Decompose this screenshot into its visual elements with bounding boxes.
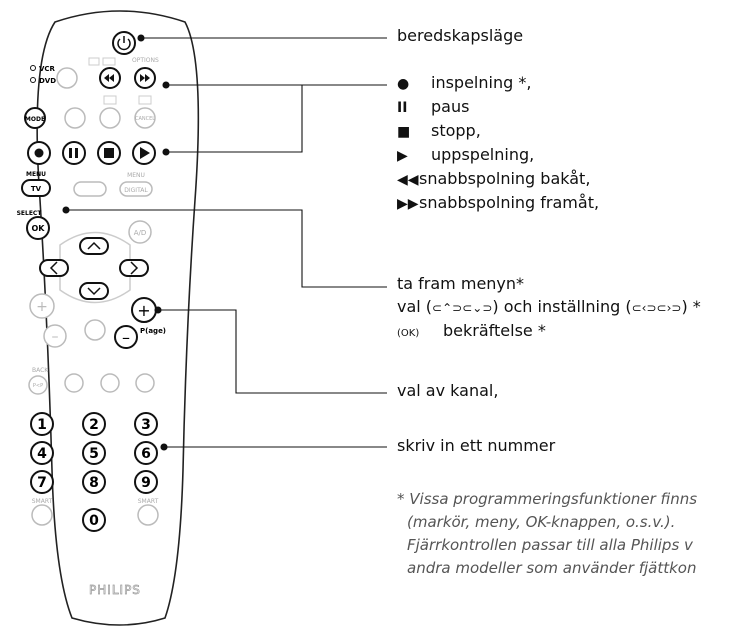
- digit-7-button[interactable]: [30, 470, 54, 494]
- svg-text:+: +: [36, 299, 48, 315]
- digit-2-label: 2: [89, 417, 99, 433]
- svg-text:CANCEL: CANCEL: [135, 116, 155, 122]
- cursor-left-button[interactable]: [39, 259, 69, 277]
- forward-icon: ▶▶: [397, 196, 419, 212]
- stop-icon: ■: [397, 124, 411, 140]
- digit-keypad: 1 2 3 4 5 6 7 8 9 0: [30, 412, 158, 532]
- label-select: val (⊂⌃⊃⊂⌄⊃) och inställning (⊂‹⊃⊂›⊃) *: [397, 297, 701, 316]
- pause-icon: II: [397, 100, 408, 116]
- mode-button[interactable]: [24, 107, 46, 129]
- label-standby: beredskapsläge: [397, 26, 524, 45]
- svg-text:–: –: [52, 329, 59, 345]
- pause-button[interactable]: [62, 141, 86, 165]
- play-icon: ▶: [397, 148, 408, 164]
- label-rewind: ◀◀snabbspolning bakåt,: [397, 169, 591, 188]
- svg-text:SMART: SMART: [32, 498, 53, 505]
- digit-3-label: 3: [141, 417, 151, 433]
- svg-text:MENU: MENU: [26, 171, 46, 178]
- label-menu: ta fram menyn*: [397, 274, 525, 293]
- options-label: OPTIONS: [132, 57, 159, 64]
- remote-body: [36, 10, 200, 626]
- digit-5-button[interactable]: [82, 441, 106, 465]
- svg-text:P(age): P(age): [140, 327, 166, 335]
- rewind-icon: ◀◀: [397, 172, 419, 188]
- digit-6-label: 6: [141, 446, 151, 462]
- svg-text:A/D: A/D: [134, 229, 147, 237]
- label-forward: ▶▶snabbspolning framåt,: [397, 193, 600, 212]
- svg-text:SELECT: SELECT: [17, 210, 43, 217]
- digit-9-button[interactable]: [134, 470, 158, 494]
- svg-text:P<P: P<P: [33, 383, 43, 389]
- rewind-icon: [104, 74, 114, 82]
- digit-6-button[interactable]: [134, 441, 158, 465]
- label-confirm: (OK)bekräftelse *: [397, 321, 546, 340]
- digit-9-label: 9: [141, 475, 151, 491]
- cursor-right-button[interactable]: [119, 259, 149, 277]
- cursor-up-button[interactable]: [79, 237, 109, 255]
- svg-text:OK: OK: [32, 224, 46, 233]
- digit-1-button[interactable]: [30, 412, 54, 436]
- label-number: skriv in ett nummer: [397, 436, 556, 455]
- digit-0-label: 0: [89, 513, 99, 529]
- svg-text:SMART: SMART: [138, 498, 159, 505]
- digit-5-label: 5: [89, 446, 99, 462]
- svg-text:DIGITAL: DIGITAL: [124, 187, 148, 194]
- digit-3-button[interactable]: [134, 412, 158, 436]
- svg-text:MODE: MODE: [25, 116, 45, 123]
- label-stop: ■stopp,: [397, 121, 481, 140]
- left-right-icon: ⊂‹⊃⊂›⊃: [631, 301, 682, 315]
- digit-1-label: 1: [37, 417, 47, 433]
- svg-text:+: +: [137, 301, 150, 320]
- digit-4-label: 4: [37, 446, 47, 462]
- digit-7-label: 7: [37, 475, 47, 491]
- up-down-icon: ⊂⌃⊃⊂⌄⊃: [432, 301, 493, 315]
- cursor-down-button[interactable]: [79, 282, 109, 300]
- dvd-label: DVD: [39, 77, 56, 85]
- svg-text:MENU: MENU: [127, 172, 145, 179]
- digit-2-button[interactable]: [82, 412, 106, 436]
- vcr-label: VCR: [39, 65, 56, 73]
- page-down-button[interactable]: [114, 325, 138, 349]
- forward-icon: [140, 74, 150, 82]
- footnote: * Vissa programmeringsfunktioner finns (…: [397, 490, 698, 577]
- label-record: ●inspelning *,: [397, 73, 532, 92]
- svg-text:TV: TV: [31, 185, 42, 193]
- brand-logo: PHILIPS: [89, 583, 141, 597]
- digit-8-label: 8: [89, 475, 99, 491]
- svg-text:–: –: [122, 328, 130, 347]
- label-play: ▶uppspelning,: [397, 145, 535, 164]
- ok-button[interactable]: [26, 216, 50, 240]
- digit-8-button[interactable]: [82, 470, 106, 494]
- ok-icon: (OK): [397, 328, 420, 339]
- label-channel: val av kanal,: [397, 381, 499, 400]
- tv-menu-button[interactable]: [21, 179, 51, 197]
- leader-lines: [62, 34, 387, 451]
- digit-0-button[interactable]: [82, 508, 106, 532]
- record-icon: ●: [397, 76, 410, 92]
- digit-4-button[interactable]: [30, 441, 54, 465]
- svg-text:BACK: BACK: [32, 367, 49, 374]
